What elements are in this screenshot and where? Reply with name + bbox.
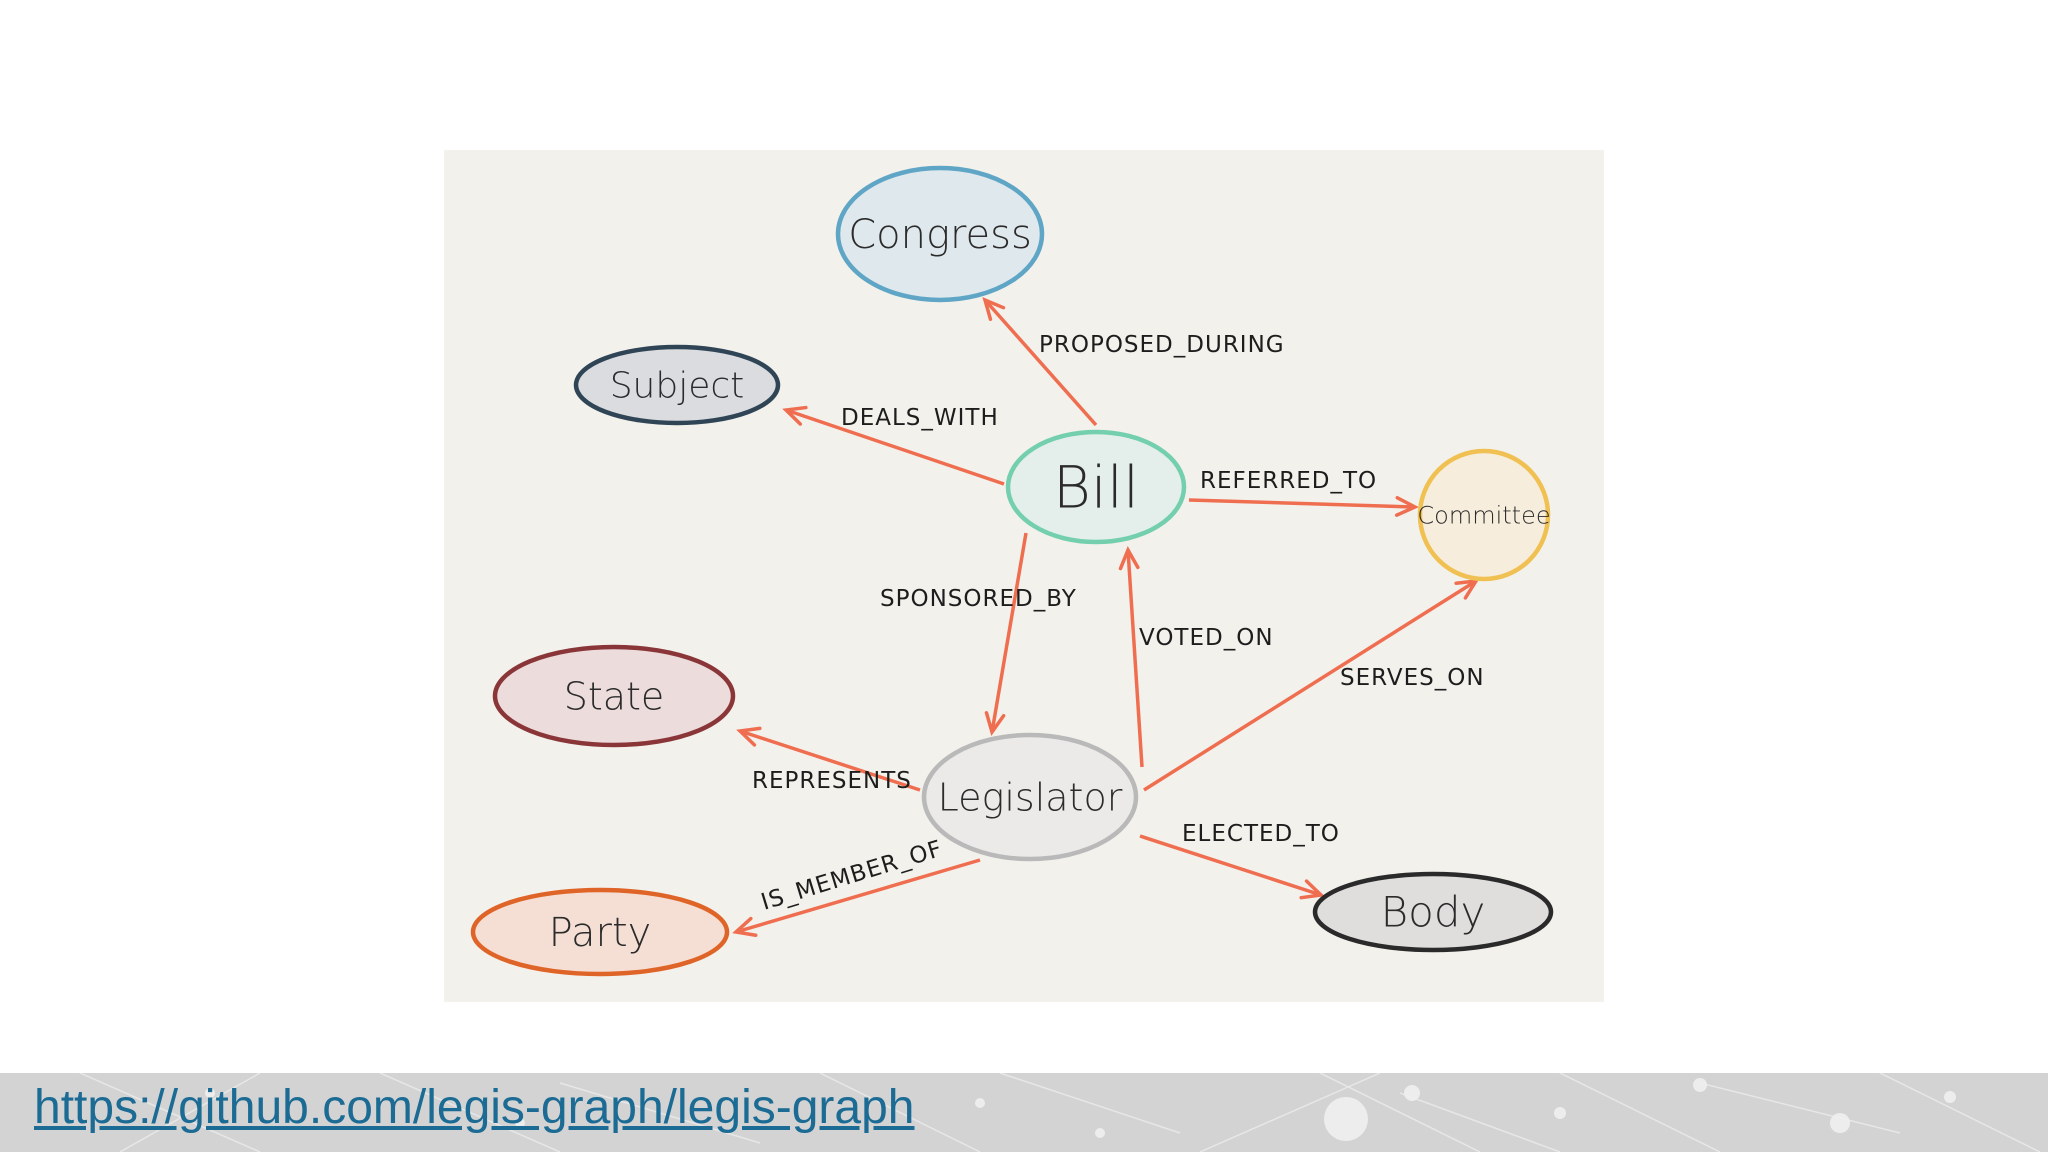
edge-label-deals-with: DEALS_WITH bbox=[841, 405, 999, 431]
node-label-committee: Committee bbox=[1417, 501, 1550, 529]
edge-deals-with: DEALS_WITH bbox=[782, 405, 1005, 486]
edge-line-serves-on bbox=[1143, 579, 1477, 792]
node-label-congress: Congress bbox=[848, 212, 1032, 258]
edge-serves-on: SERVES_ON bbox=[1143, 578, 1485, 792]
node-ellipse-body bbox=[1312, 871, 1554, 953]
edge-sponsored-by: SPONSORED_BY bbox=[880, 532, 1077, 736]
node-ellipse-bill bbox=[1005, 429, 1187, 545]
edge-is-member-of: IS_MEMBER_OF bbox=[732, 836, 981, 937]
node-label-party: Party bbox=[549, 910, 652, 956]
node-subject: Subject bbox=[573, 344, 781, 426]
arrow-head-icon bbox=[1454, 578, 1480, 600]
arrow-head-icon bbox=[982, 296, 1006, 321]
node-congress: Congress bbox=[835, 165, 1045, 303]
edge-proposed-during: PROPOSED_DURING bbox=[982, 296, 1285, 427]
edge-elected-to: ELECTED_TO bbox=[1139, 821, 1340, 900]
edge-label-is-member-of: IS_MEMBER_OF bbox=[758, 836, 946, 916]
arrow-head-icon bbox=[984, 711, 1006, 736]
edge-represents: REPRESENTS bbox=[736, 726, 921, 794]
node-ellipse-state bbox=[492, 644, 736, 748]
edge-referred-to: REFERRED_TO bbox=[1188, 468, 1420, 517]
edge-label-proposed-during: PROPOSED_DURING bbox=[1039, 332, 1285, 358]
footer-band bbox=[0, 1073, 2048, 1152]
node-ellipse-subject bbox=[573, 344, 781, 426]
arrow-head-icon bbox=[736, 726, 762, 747]
edge-label-sponsored-by: SPONSORED_BY bbox=[880, 586, 1077, 612]
node-label-bill: Bill bbox=[1053, 453, 1139, 521]
arrow-head-icon bbox=[732, 916, 758, 937]
graph-diagram: PROPOSED_DURING DEALS_WITH REFERRED_TO SPON… bbox=[470, 165, 1554, 977]
edge-voted-on: VOTED_ON bbox=[1118, 545, 1274, 768]
network-pattern-decoration bbox=[79, 1073, 2041, 1152]
node-label-body: Body bbox=[1381, 888, 1486, 937]
node-ellipse-congress bbox=[835, 165, 1045, 303]
arrow-head-icon bbox=[782, 405, 808, 426]
node-legislator: Legislator bbox=[921, 732, 1139, 862]
node-body: Body bbox=[1312, 871, 1554, 953]
node-committee: Committee bbox=[1417, 448, 1551, 582]
edge-line-referred-to bbox=[1188, 498, 1416, 509]
edge-line-represents bbox=[739, 729, 921, 792]
edge-label-represents: REPRESENTS bbox=[752, 768, 912, 794]
repo-link[interactable]: https://github.com/legis-graph/legis-gra… bbox=[34, 1081, 915, 1134]
node-label-state: State bbox=[564, 674, 665, 718]
arrow-head-icon bbox=[1299, 879, 1325, 900]
diagram-panel: PROPOSED_DURING DEALS_WITH REFERRED_TO SPON… bbox=[444, 150, 1604, 1002]
edge-label-voted-on: VOTED_ON bbox=[1139, 625, 1274, 651]
node-label-subject: Subject bbox=[610, 366, 745, 407]
arrow-head-icon bbox=[1394, 495, 1420, 517]
edge-line-proposed-during bbox=[983, 298, 1098, 427]
edge-label-referred-to: REFERRED_TO bbox=[1200, 468, 1377, 494]
edge-line-deals-with bbox=[785, 408, 1005, 486]
edge-line-is-member-of bbox=[735, 858, 981, 934]
node-ellipse-party bbox=[470, 887, 730, 977]
node-label-legislator: Legislator bbox=[938, 775, 1123, 819]
edge-line-voted-on bbox=[1126, 549, 1144, 768]
node-party: Party bbox=[470, 887, 730, 977]
node-state: State bbox=[492, 644, 736, 748]
node-ellipse-legislator bbox=[921, 732, 1139, 862]
node-ellipse-committee bbox=[1417, 448, 1551, 582]
edge-label-elected-to: ELECTED_TO bbox=[1182, 821, 1340, 847]
arrow-head-icon bbox=[1118, 545, 1140, 571]
node-bill: Bill bbox=[1005, 429, 1187, 545]
edge-label-serves-on: SERVES_ON bbox=[1340, 665, 1485, 691]
edge-line-elected-to bbox=[1139, 834, 1322, 897]
edge-line-sponsored-by bbox=[990, 532, 1028, 733]
